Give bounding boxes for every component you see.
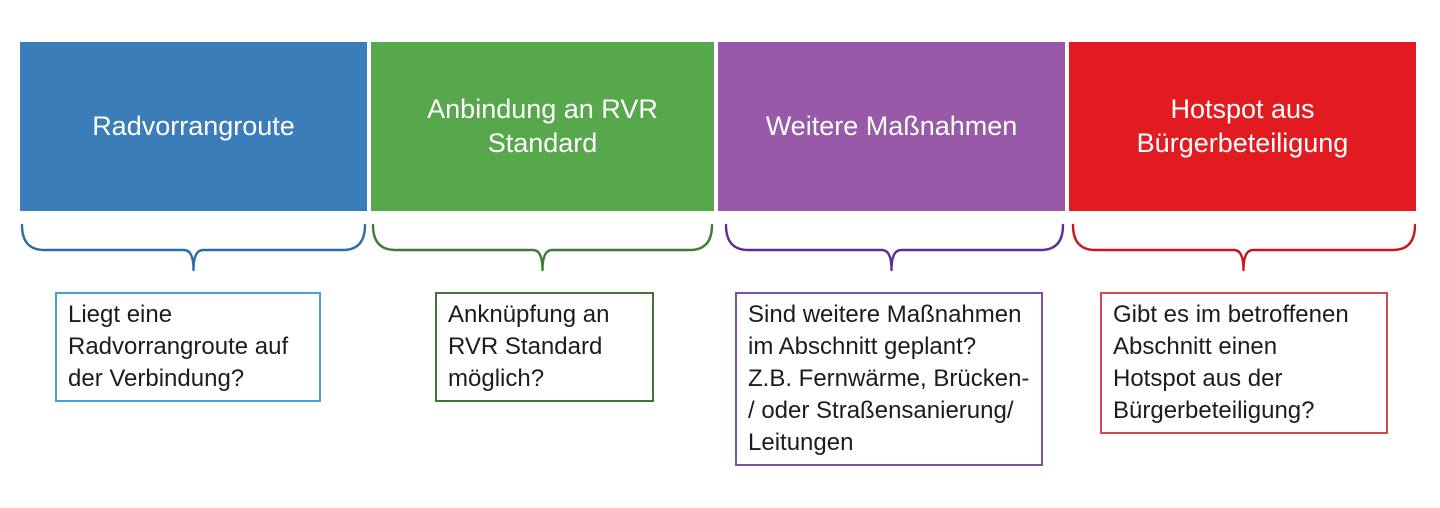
question-box-radvorrangroute: Liegt eine Radvorrangroute auf der Verbi… [55, 292, 321, 402]
header-box-anbindung-rvr-standard: Anbindung an RVR Standard [371, 42, 714, 211]
question-box-anbindung-rvr-standard: Anknüpfung an RVR Standard möglich? [435, 292, 654, 402]
column-anbindung-rvr-standard: Anbindung an RVR Standard Anknüpfung an … [371, 0, 714, 508]
brace-weitere-massnahmen [724, 223, 1065, 272]
brace-path [1071, 223, 1416, 272]
header-box-hotspot-buergerbeteiligung: Hotspot aus Bürgerbeteiligung [1069, 42, 1416, 211]
question-box-weitere-massnahmen: Sind weitere Maßnahmen im Abschnitt gepl… [735, 292, 1043, 466]
column-weitere-massnahmen: Weitere Maßnahmen Sind weitere Maßnahmen… [718, 0, 1065, 508]
column-radvorrangroute: Radvorrangroute Liegt eine Radvorrangrou… [20, 0, 367, 508]
column-hotspot-buergerbeteiligung: Hotspot aus Bürgerbeteiligung Gibt es im… [1069, 0, 1416, 508]
question-box-hotspot-buergerbeteiligung: Gibt es im betroffenen Abschnitt einen H… [1100, 292, 1388, 434]
brace-path [371, 223, 714, 272]
brace-anbindung-rvr-standard [371, 223, 714, 272]
brace-path [724, 223, 1065, 272]
brace-hotspot-buergerbeteiligung [1071, 223, 1416, 272]
header-box-radvorrangroute: Radvorrangroute [20, 42, 367, 211]
brace-path [20, 223, 367, 272]
brace-radvorrangroute [20, 223, 367, 272]
header-box-weitere-massnahmen: Weitere Maßnahmen [718, 42, 1065, 211]
